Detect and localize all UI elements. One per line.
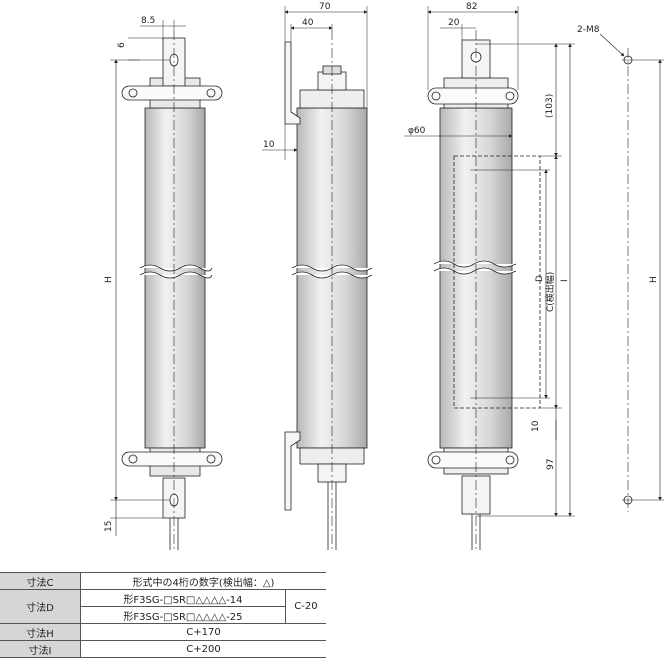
middle-view <box>262 6 373 552</box>
right-view <box>404 6 664 552</box>
middle-dim-40: 40 <box>302 18 314 28</box>
right-dim-2-m8: 2-M8 <box>577 25 600 35</box>
table-row: 寸法H C+170 <box>0 623 326 641</box>
table-label: 寸法H <box>0 623 81 641</box>
left-view <box>110 20 223 552</box>
table-value: C+200 <box>80 640 326 658</box>
table-value: C+170 <box>80 623 326 641</box>
left-dim-h: H <box>104 276 114 283</box>
table-value: C-20 <box>285 589 326 624</box>
right-dim-d: D <box>535 275 545 282</box>
right-dim-97: 97 <box>546 459 556 470</box>
table-row: 寸法D 形F3SG-□SR□△△△△-14 C-20 <box>0 589 326 624</box>
left-dim-8-5: 8.5 <box>141 16 155 26</box>
table-subvalue: 形F3SG-□SR□△△△△-25 <box>80 606 286 624</box>
table-subvalue: 形F3SG-□SR□△△△△-14 <box>80 589 286 607</box>
right-dim-h: H <box>649 276 659 283</box>
right-dim-phi60: φ60 <box>408 126 426 136</box>
dimension-table: 寸法C 形式中の4桁の数字(検出幅：△) 寸法D 形F3SG-□SR□△△△△-… <box>0 572 326 658</box>
middle-dim-70: 70 <box>319 2 331 12</box>
right-dim-82: 82 <box>466 2 477 12</box>
right-dim-10: 10 <box>531 420 541 432</box>
left-dim-15: 15 <box>104 521 114 532</box>
dimension-drawing: 8.5 6 H 15 70 40 10 <box>104 2 664 552</box>
table-label: 寸法I <box>0 640 81 658</box>
table-label: 寸法D <box>0 589 81 624</box>
middle-dim-10: 10 <box>263 140 275 150</box>
right-dim-i: I <box>560 279 570 282</box>
right-dim-20: 20 <box>448 18 460 28</box>
left-cylinder-body <box>144 107 206 449</box>
table-label: 寸法C <box>0 572 81 590</box>
right-dim-c: C(検出幅) <box>544 272 556 312</box>
table-row: 寸法I C+200 <box>0 640 326 658</box>
detection-window <box>453 155 541 409</box>
right-dim-103: (103) <box>545 94 555 118</box>
left-dim-6: 6 <box>117 42 127 48</box>
table-row: 寸法C 形式中の4桁の数字(検出幅：△) <box>0 572 326 590</box>
table-value: 形式中の4桁の数字(検出幅：△) <box>80 572 326 590</box>
